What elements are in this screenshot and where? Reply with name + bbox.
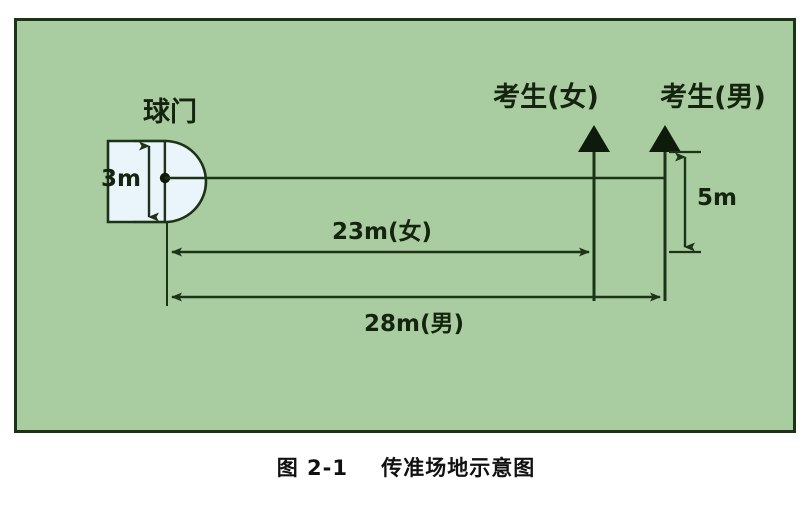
lateral-offset-label: 5m bbox=[697, 185, 737, 211]
goal-arc bbox=[164, 139, 208, 224]
distance-female-label: 23m(女) bbox=[332, 218, 432, 245]
candidate-male-label: 考生(男) bbox=[660, 82, 766, 113]
candidate-female-marker-icon bbox=[578, 125, 610, 152]
figure-caption: 图 2-1 传准场地示意图 bbox=[276, 456, 536, 480]
field-diagram: 3m 球门 考生(女) 考生(男) 5m 23m(女) 28m(男) bbox=[14, 18, 796, 433]
candidate-female-label: 考生(女) bbox=[493, 81, 599, 113]
field-diagram-svg: 3m 球门 考生(女) 考生(男) 5m 23m(女) 28m(男) bbox=[14, 18, 796, 433]
candidate-male-marker-icon bbox=[649, 125, 681, 152]
distance-male-label: 28m(男) bbox=[364, 311, 464, 337]
goal-label: 球门 bbox=[143, 97, 197, 128]
goal-height-label: 3m bbox=[101, 166, 141, 192]
